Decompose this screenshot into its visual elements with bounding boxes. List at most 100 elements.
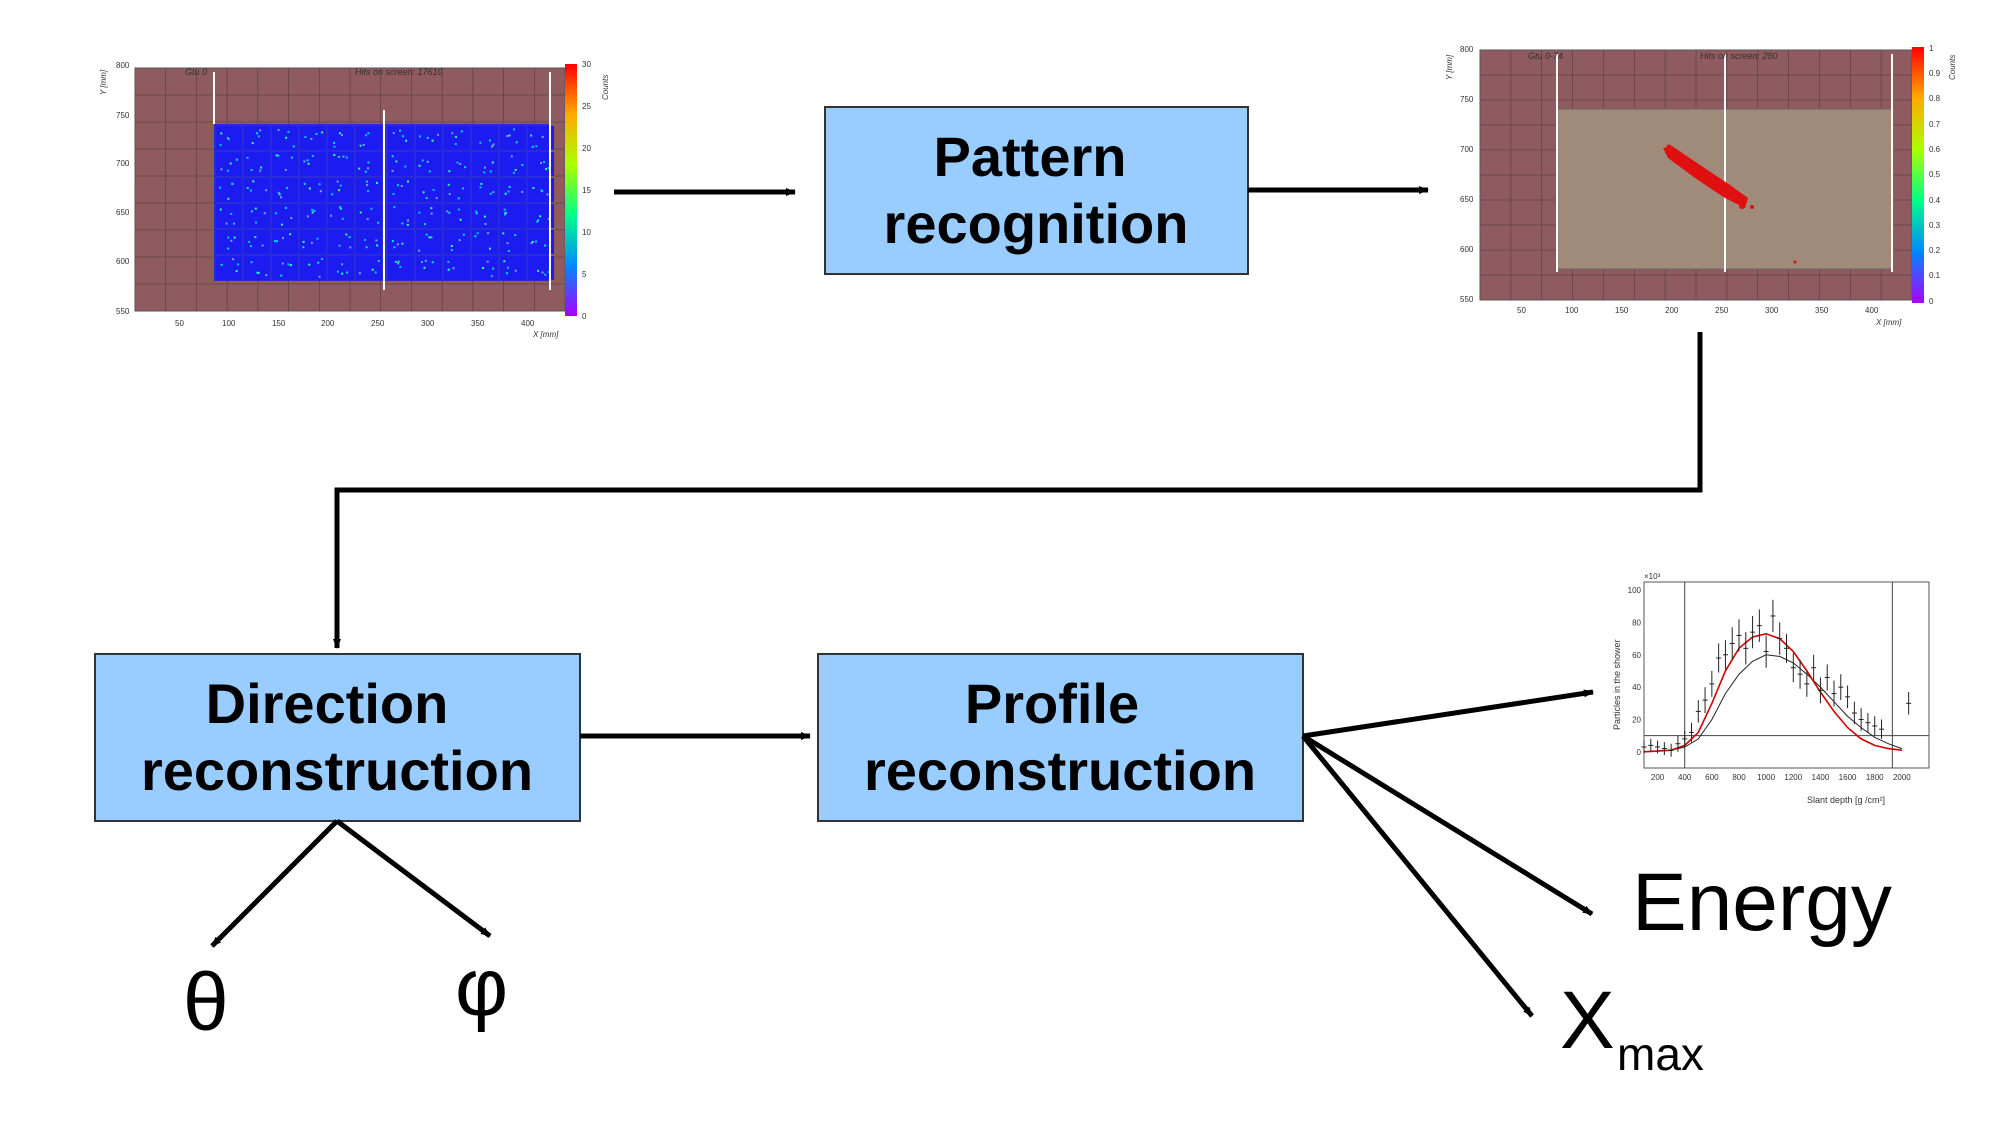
hit-pixel: [292, 145, 295, 148]
hit-pixel: [261, 244, 264, 247]
plot-right-yticks: 800 750 700 650 600 550: [1460, 45, 1474, 304]
hit-pixel: [396, 243, 399, 246]
plot-right-ytick: 750: [1460, 95, 1474, 104]
plot-left-yticks: 800 750 700 650 600 550: [116, 61, 130, 316]
profile-plot-yticks: 100 80 60 40 20 0: [1628, 586, 1642, 757]
hit-pixel: [341, 217, 344, 220]
box-pattern-recognition: Pattern recognition: [824, 106, 1249, 275]
detector-cell: [216, 204, 242, 228]
plot-right-xtick: 300: [1765, 306, 1779, 315]
plot-left-ztick: 10: [582, 228, 591, 237]
plot-right-title-left: Gtu 0-74: [1528, 51, 1563, 61]
hit-pixel: [230, 239, 233, 242]
arrow-direction-to-phi: [335, 819, 492, 938]
hit-pixel: [321, 131, 324, 134]
hit-pixel: [235, 269, 238, 272]
output-phi: φ: [455, 942, 508, 1033]
plot-right-ytick: 550: [1460, 295, 1474, 304]
hit-pixel: [246, 187, 249, 190]
hit-pixel: [316, 237, 319, 240]
hit-pixel: [366, 184, 369, 187]
profile-plot-frame: [1643, 581, 1930, 769]
arrow-profile-to-xmax: [1301, 734, 1534, 1018]
box-profile-reconstruction-line1: Profile: [965, 672, 1139, 735]
profile-plot-xlabel: Slant depth [g /cm²]: [1807, 795, 1885, 805]
plot-left-xtick: 250: [371, 319, 385, 328]
hit-pixel: [435, 197, 438, 200]
detector-cell: [244, 230, 270, 254]
plot-right-ztick: 0.6: [1929, 145, 1941, 154]
hit-pixel: [489, 170, 492, 173]
detector-cell: [444, 256, 470, 280]
hit-pixel: [255, 132, 258, 135]
hit-pixel: [311, 211, 314, 214]
hit-pixel: [448, 170, 451, 173]
hit-pixel: [537, 219, 540, 222]
hit-pixel: [263, 212, 266, 215]
hit-pixel: [430, 207, 433, 210]
hit-pixel: [394, 260, 397, 263]
hit-pixel: [236, 263, 239, 266]
hit-pixel: [506, 135, 509, 138]
plot-right-colorbar: [1912, 47, 1924, 303]
hit-pixel: [514, 234, 517, 237]
output-theta: θ: [183, 957, 229, 1048]
plot-left-xtick: 200: [321, 319, 335, 328]
plot-right-ytick: 650: [1460, 195, 1474, 204]
arrow-profile-to-plot: [1302, 689, 1594, 739]
hit-pixel: [457, 208, 460, 211]
hit-pixel: [521, 190, 524, 193]
hit-pixel: [365, 246, 368, 249]
hit-pixel: [482, 267, 485, 270]
hit-pixel: [317, 261, 320, 264]
track-hits: [1663, 144, 1797, 264]
box-pattern-recognition-line2: recognition: [884, 192, 1189, 255]
hit-pixel: [339, 206, 342, 209]
arrow-right-plot-to-direction: [333, 332, 1703, 649]
hit-pixel: [541, 271, 544, 274]
hit-pixel: [219, 208, 222, 211]
hit-pixel: [339, 184, 342, 187]
plot-left-xtick: 100: [222, 319, 236, 328]
profile-plot-exponent: ×10³: [1644, 572, 1661, 581]
hit-pixel: [367, 167, 370, 170]
detector-cell: [472, 126, 498, 150]
hit-pixel: [290, 217, 293, 220]
hit-pixel: [432, 188, 435, 191]
detector-cell: [444, 178, 470, 202]
hit-pixel: [226, 137, 229, 140]
hit-pixel: [510, 155, 513, 158]
plot-right-xtick: 50: [1517, 306, 1526, 315]
hit-pixel: [515, 141, 518, 144]
hit-pixel: [219, 143, 222, 146]
hit-pixel: [424, 259, 427, 262]
track-hits-band: [1663, 146, 1748, 208]
plot-right-ztick: 1: [1929, 44, 1934, 53]
hit-pixel: [488, 247, 491, 250]
hit-pixel: [448, 211, 451, 214]
hit-pixel: [483, 166, 486, 169]
hit-pixel: [448, 193, 451, 196]
hit-pixel: [492, 191, 495, 194]
hit-pixel: [483, 171, 486, 174]
plot-left-xticks: 50 100 150 200 250 300 350 400: [175, 319, 535, 328]
hit-pixel: [505, 272, 508, 275]
detector-cell: [500, 256, 526, 280]
hit-pixel: [507, 249, 510, 252]
hit-pixel: [406, 223, 409, 226]
hit-pixel: [479, 186, 482, 189]
hit-pixel: [531, 240, 534, 243]
hit-pixel: [397, 262, 400, 265]
hit-pixel: [339, 207, 342, 210]
hit-pixel: [492, 143, 495, 146]
hit-pixel: [277, 154, 280, 157]
hit-pixel: [512, 171, 515, 174]
hit-pixel: [302, 240, 305, 243]
hit-pixel: [289, 233, 292, 236]
box-pattern-recognition-rect: [824, 106, 1249, 275]
hit-pixel: [460, 130, 463, 133]
hit-pixel: [447, 268, 450, 271]
hit-pixel: [508, 134, 511, 137]
hit-pixel: [503, 260, 506, 263]
hit-pixel: [421, 159, 424, 162]
